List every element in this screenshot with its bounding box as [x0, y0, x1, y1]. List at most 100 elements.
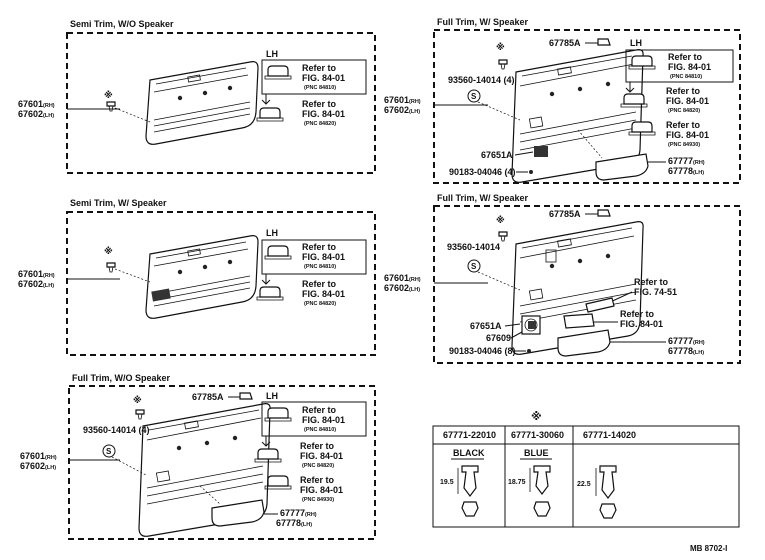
section-frame [66, 32, 376, 174]
ref-line2: FIG. 84-01 [620, 319, 663, 329]
ref-line1: Refer to [634, 277, 669, 287]
s-mark: S [471, 262, 477, 271]
arrow [625, 82, 635, 93]
armrest-pad-icon [264, 245, 292, 260]
section-frame [68, 385, 376, 540]
leader-line [114, 107, 151, 123]
section-semi-trim-w-speaker: Semi Trim, W/ Speaker ※ 67601(RH) 67602(… [18, 198, 376, 356]
part-pocket-lh: 67778(LH) [668, 166, 704, 176]
clip-dimension: 19.5 [440, 479, 454, 486]
part-rh: 67601(RH) [384, 273, 421, 283]
clip-table: ※ 67771-22010 BLACK 19.5 67771-30060 BLU… [432, 411, 740, 528]
part-speaker: 67609 [486, 333, 511, 343]
part-grille: 67651A [481, 150, 513, 160]
ref-pnc: (PNC 84820) [302, 463, 334, 469]
bolt-icon [527, 349, 531, 353]
clip-icon [239, 392, 253, 400]
ref-line2: FIG. 84-01 [668, 62, 711, 72]
clip-icon [597, 209, 611, 217]
s-mark-circle [102, 444, 116, 458]
clip-drawing [599, 465, 617, 519]
door-pocket [557, 329, 611, 357]
ref-box [625, 49, 734, 83]
leader-line [477, 271, 521, 291]
section-title: Full Trim, W/ Speaker [437, 17, 529, 27]
ref-line2: FIG. 84-01 [302, 289, 345, 299]
s-mark-circle [467, 259, 481, 273]
ref-line1: Refer to [302, 63, 337, 73]
arrow [261, 274, 271, 285]
part-pocket-rh: 67777(RH) [280, 508, 317, 518]
clip-color: BLACK [453, 448, 485, 458]
ref-line2: FIG. 84-01 [302, 109, 345, 119]
table-header: 67771-14020 [583, 430, 636, 440]
ref-line1: Refer to [300, 475, 335, 485]
table-header: 67771-22010 [443, 430, 496, 440]
arrow [261, 94, 271, 105]
ref-pnc: (PNC 84820) [304, 301, 336, 307]
side-label: LH [266, 228, 278, 238]
armrest-base-icon [256, 107, 284, 122]
ref-line1: Refer to [302, 279, 337, 289]
arrow [261, 436, 271, 447]
s-mark: S [471, 92, 477, 101]
ref-line1: Refer to [620, 309, 655, 319]
leader-line [510, 331, 523, 339]
handle-bezel-icon [563, 313, 595, 329]
clip-dimension: 18.75 [508, 479, 526, 486]
part-rh: 67601(RH) [384, 95, 421, 105]
part-pocket-rh: 67777(RH) [668, 336, 705, 346]
ref-pnc: (PNC 84820) [304, 121, 336, 127]
clip-icon [498, 59, 508, 70]
star-mark: ※ [496, 42, 505, 52]
part-clip: 67785A [549, 209, 581, 219]
star-mark: ※ [496, 215, 505, 225]
part-clip: 67785A [192, 392, 224, 402]
ref-box [261, 239, 367, 275]
leader-line [114, 268, 151, 283]
leader-line [504, 323, 521, 327]
section-full-trim-w-speaker-top: Full Trim, W/ Speaker 67785A ※ 93560-140… [384, 17, 741, 184]
switch-panel [545, 249, 557, 263]
armrest-base-icon [256, 286, 284, 301]
side-label: LH [266, 391, 278, 401]
armrest-icon [585, 297, 615, 313]
clip-icon [597, 38, 611, 46]
section-full-trim-wo-speaker: Full Trim, W/O Speaker 67785A ※ 93560-14… [20, 373, 376, 540]
table-grid [433, 426, 739, 527]
part-rh: 67601(RH) [20, 451, 57, 461]
s-mark-circle [467, 89, 481, 103]
part-screw: 93560-14014 [447, 242, 500, 252]
part-pocket-lh: 67778(LH) [668, 346, 704, 356]
ref-pnc: (PNC 84810) [304, 427, 336, 433]
ref-line1: Refer to [666, 120, 701, 130]
speaker-cone [524, 318, 538, 332]
table-frame [432, 425, 740, 528]
section-title: Semi Trim, W/ Speaker [70, 198, 167, 208]
side-label: LH [630, 38, 642, 48]
clip-icon [106, 262, 116, 273]
clip-icon [135, 409, 145, 420]
side-label: LH [266, 49, 278, 59]
ref-line2: FIG. 84-01 [300, 451, 343, 461]
leader-line [514, 151, 534, 156]
part-lh: 67602(LH) [20, 461, 56, 471]
part-pocket-lh: 67778(LH) [276, 518, 312, 528]
bolt-icon [529, 170, 533, 174]
clip-icon [498, 231, 508, 242]
ref-pnc: (PNC 84930) [302, 497, 334, 503]
clip-drawing [533, 465, 551, 517]
table-header: 67771-30060 [511, 430, 564, 440]
section-title: Full Trim, W/ Speaker [437, 193, 529, 203]
leader-line [111, 456, 147, 476]
ref-line2: FIG. 84-01 [666, 130, 709, 140]
part-lh: 67602(LH) [384, 283, 420, 293]
part-lh: 67602(LH) [18, 109, 54, 119]
speaker-grille-icon [534, 146, 548, 157]
ref-pnc: (PNC 84810) [304, 85, 336, 91]
ref-pnc: (PNC 84810) [670, 74, 702, 80]
section-semi-trim-wo-speaker: Semi Trim, W/O Speaker ※ 67601(RH) 67602… [18, 19, 376, 174]
section-title: Semi Trim, W/O Speaker [70, 19, 174, 29]
door-pocket [595, 153, 649, 181]
ref-pnc: (PNC 84810) [304, 264, 336, 270]
